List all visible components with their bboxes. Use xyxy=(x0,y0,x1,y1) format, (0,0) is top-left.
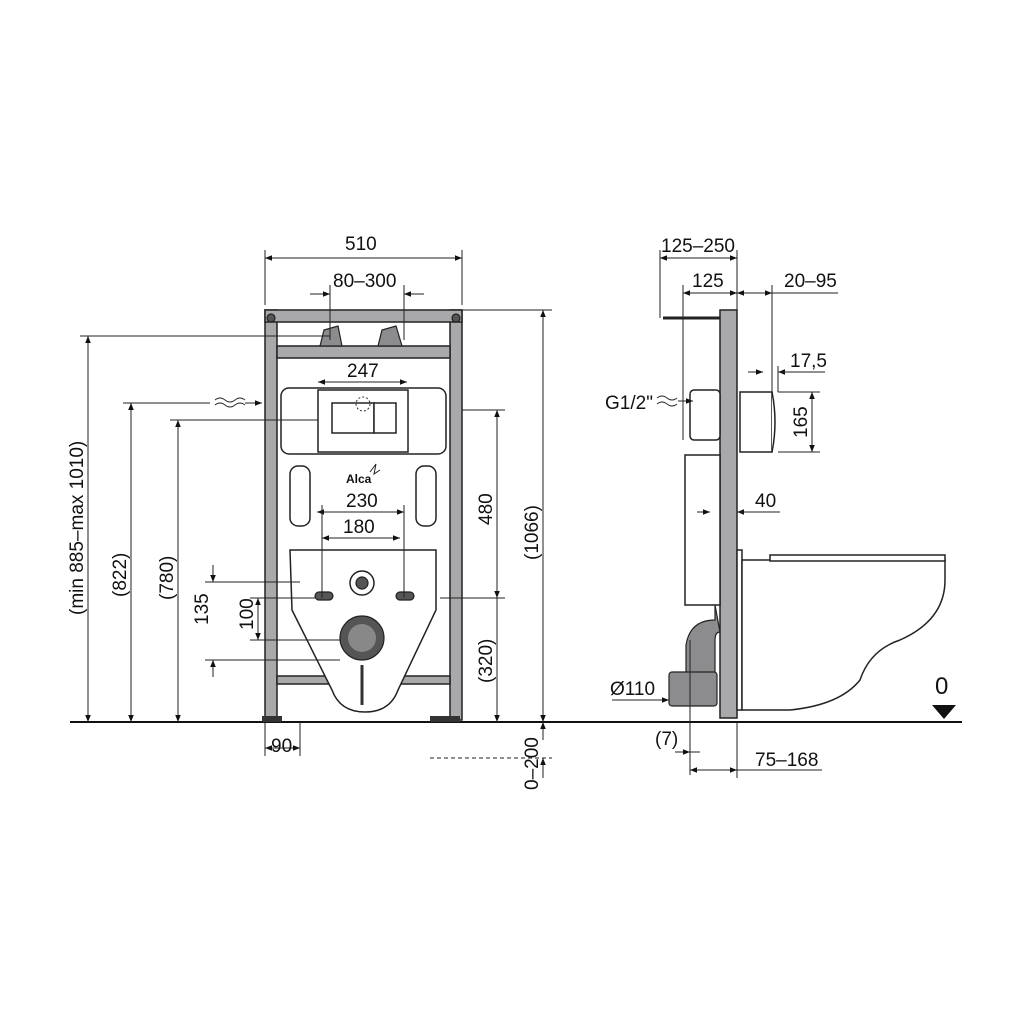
dim-drain-distance: 75–168 xyxy=(755,750,818,771)
dim-bolt-outlet-outer: 135 xyxy=(192,593,213,625)
brand-logo: Alca xyxy=(346,472,372,486)
dim-bolt-outlet-inner: 100 xyxy=(237,598,258,630)
dim-foot-adjust: 0–200 xyxy=(522,737,543,790)
dim-foot-width: 90 xyxy=(271,736,292,757)
dim-water-inlet-height: (822) xyxy=(110,553,131,597)
dim-button-width: 247 xyxy=(347,361,379,382)
dim-wall-offset: 20–95 xyxy=(784,271,837,292)
dim-button-to-outlet: 480 xyxy=(476,493,497,525)
dim-button-size: 165 xyxy=(791,406,812,438)
dim-total-height: (1066) xyxy=(522,505,543,560)
dim-bolt-inner: 180 xyxy=(343,517,375,538)
dim-depth: 125 xyxy=(692,271,724,292)
floor-level-label: 0 xyxy=(935,673,948,700)
floor-level-marker-icon xyxy=(932,705,956,719)
dim-button-height: (780) xyxy=(157,556,178,600)
front-frame xyxy=(262,309,463,722)
dim-bracket-spacing: 80–300 xyxy=(333,271,396,292)
bird-logo-icon xyxy=(369,463,381,476)
dim-frame-depth: 40 xyxy=(755,491,776,512)
dim-bolt-outer: 230 xyxy=(346,491,378,512)
dim-installation-height: (min 885–max 1010) xyxy=(67,441,88,615)
side-view-dimensions: 125–250 125 20–95 17,5 G1/2" 165 40 Ø110… xyxy=(605,236,948,771)
front-view-dimensions: 510 80–300 247 230 180 480 (1066) (320) … xyxy=(67,234,543,790)
dim-width: 510 xyxy=(345,234,377,255)
dim-drain-offset: (7) xyxy=(655,729,678,750)
side-frame xyxy=(663,309,946,719)
label-water-inlet: G1/2" xyxy=(605,393,653,414)
dim-button-depth: 17,5 xyxy=(790,351,827,372)
dim-depth-range: 125–250 xyxy=(661,236,735,257)
dim-drain-diameter: Ø110 xyxy=(610,679,655,700)
dim-outlet-height: (320) xyxy=(476,639,497,683)
